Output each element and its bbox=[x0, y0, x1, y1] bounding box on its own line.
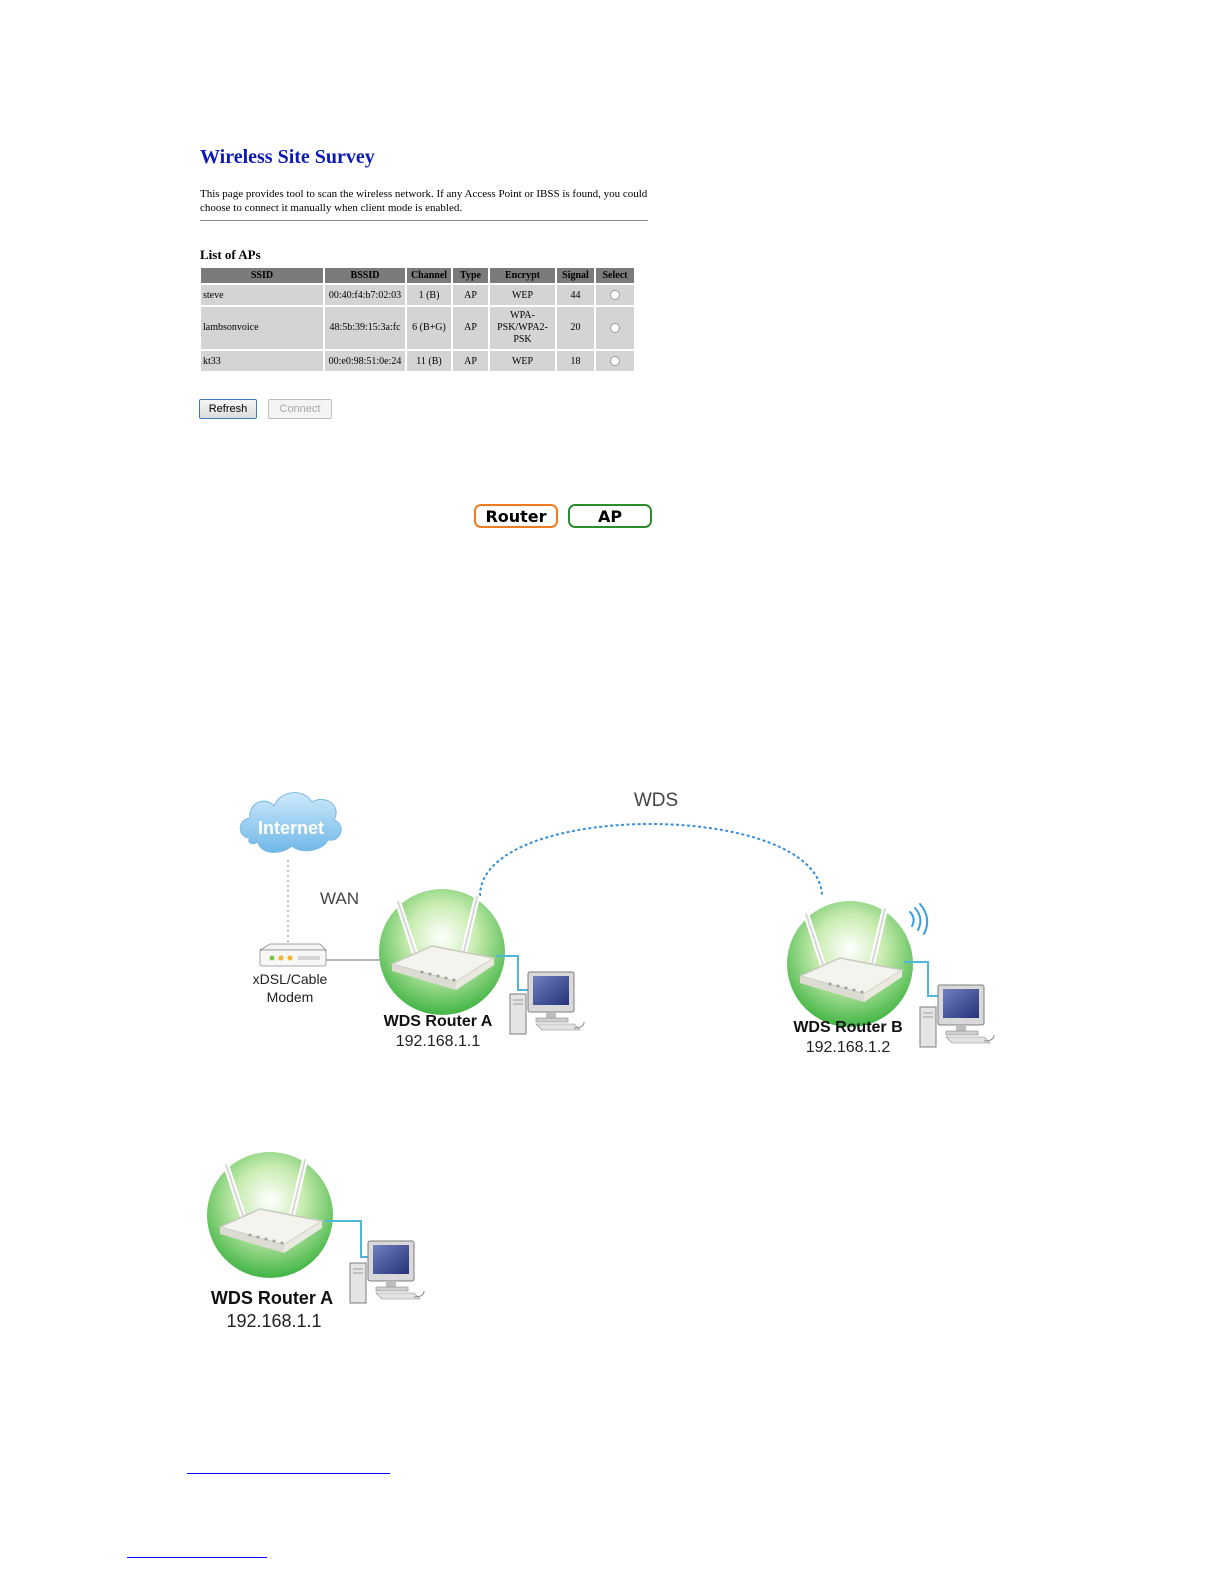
cell-type: AP bbox=[453, 285, 488, 305]
router-b-ip: 192.168.1.2 bbox=[806, 1039, 891, 1056]
cell-channel: 6 (B+G) bbox=[407, 307, 451, 349]
cell-select bbox=[596, 285, 634, 305]
wds-label: WDS bbox=[634, 790, 678, 811]
ap-table: SSID BSSID Channel Type Encrypt Signal S… bbox=[199, 266, 636, 373]
router-b-icon bbox=[787, 901, 913, 1027]
refresh-button[interactable]: Refresh bbox=[199, 399, 257, 419]
wan-label: WAN bbox=[320, 889, 359, 908]
column-header-type: Type bbox=[453, 268, 488, 283]
router-a-name: WDS Router A bbox=[211, 1288, 333, 1308]
cell-bssid: 00:e0:98:51:0e:24 bbox=[325, 351, 405, 371]
wds-network-diagram: Internet WAN xDSL/Cable Modem WDS WDS Ro… bbox=[239, 790, 995, 1056]
page-description: This page provides tool to scan the wire… bbox=[200, 188, 648, 214]
cell-ssid: lambsonvoice bbox=[201, 307, 323, 349]
router-a-icon bbox=[207, 1152, 333, 1278]
cell-signal: 20 bbox=[557, 307, 594, 349]
cell-channel: 11 (B) bbox=[407, 351, 451, 371]
cell-bssid: 48:5b:39:15:3a:fc bbox=[325, 307, 405, 349]
router-b-name: WDS Router B bbox=[793, 1019, 902, 1036]
list-of-aps-heading: List of APs bbox=[200, 247, 261, 262]
modem-icon bbox=[258, 943, 327, 967]
ap-badge: AP bbox=[568, 504, 652, 528]
cell-channel: 1 (B) bbox=[407, 285, 451, 305]
table-row: lambsonvoice 48:5b:39:15:3a:fc 6 (B+G) A… bbox=[201, 307, 634, 349]
divider bbox=[200, 220, 648, 221]
modem-label-line2: Modem bbox=[267, 989, 314, 1005]
column-header-encrypt: Encrypt bbox=[490, 268, 555, 283]
site-survey-screenshot: Wireless Site Survey This page provides … bbox=[195, 140, 657, 432]
internet-label: Internet bbox=[258, 818, 324, 838]
wifi-signal-icon bbox=[909, 903, 929, 935]
column-header-channel: Channel bbox=[407, 268, 451, 283]
cell-signal: 18 bbox=[557, 351, 594, 371]
footer-separator bbox=[127, 1557, 267, 1558]
router-a-diagram: WDS Router A 192.168.1.1 bbox=[195, 1145, 425, 1331]
router-a-ip: 192.168.1.1 bbox=[396, 1033, 481, 1050]
column-header-bssid: BSSID bbox=[325, 268, 405, 283]
router-b-pc-cable bbox=[904, 961, 944, 997]
column-header-signal: Signal bbox=[557, 268, 594, 283]
cell-signal: 44 bbox=[557, 285, 594, 305]
select-radio[interactable] bbox=[610, 322, 620, 333]
table-row: steve 00:40:f4:b7:02:03 1 (B) AP WEP 44 bbox=[201, 285, 634, 305]
column-header-ssid: SSID bbox=[201, 268, 323, 283]
modem-label-line1: xDSL/Cable bbox=[253, 971, 328, 987]
router-a-icon bbox=[379, 889, 505, 1015]
router-a-name: WDS Router A bbox=[384, 1013, 493, 1030]
router-a-pc-icon bbox=[509, 971, 585, 1035]
cell-encrypt: WEP bbox=[490, 285, 555, 305]
cell-encrypt: WPA-PSK/WPA2-PSK bbox=[490, 307, 555, 349]
connect-button[interactable]: Connect bbox=[268, 399, 332, 419]
router-badge: Router bbox=[474, 504, 558, 528]
cell-bssid: 00:40:f4:b7:02:03 bbox=[325, 285, 405, 305]
router-a-pc-cable bbox=[496, 955, 536, 991]
page-title: Wireless Site Survey bbox=[200, 146, 375, 168]
cell-type: AP bbox=[453, 351, 488, 371]
footnote-separator bbox=[187, 1473, 390, 1474]
cell-ssid: kt33 bbox=[201, 351, 323, 371]
cell-encrypt: WEP bbox=[490, 351, 555, 371]
cell-select bbox=[596, 351, 634, 371]
table-row: kt33 00:e0:98:51:0e:24 11 (B) AP WEP 18 bbox=[201, 351, 634, 371]
cell-ssid: steve bbox=[201, 285, 323, 305]
select-radio[interactable] bbox=[610, 290, 620, 301]
router-a-ip: 192.168.1.1 bbox=[226, 1311, 321, 1331]
router-b-pc-icon bbox=[919, 984, 995, 1048]
wds-link-arc bbox=[479, 823, 823, 897]
column-header-select: Select bbox=[596, 268, 634, 283]
select-radio[interactable] bbox=[610, 356, 620, 367]
cell-select bbox=[596, 307, 634, 349]
router-a-pc-cable bbox=[325, 1220, 373, 1258]
cell-type: AP bbox=[453, 307, 488, 349]
internet-cloud-icon bbox=[239, 792, 342, 853]
